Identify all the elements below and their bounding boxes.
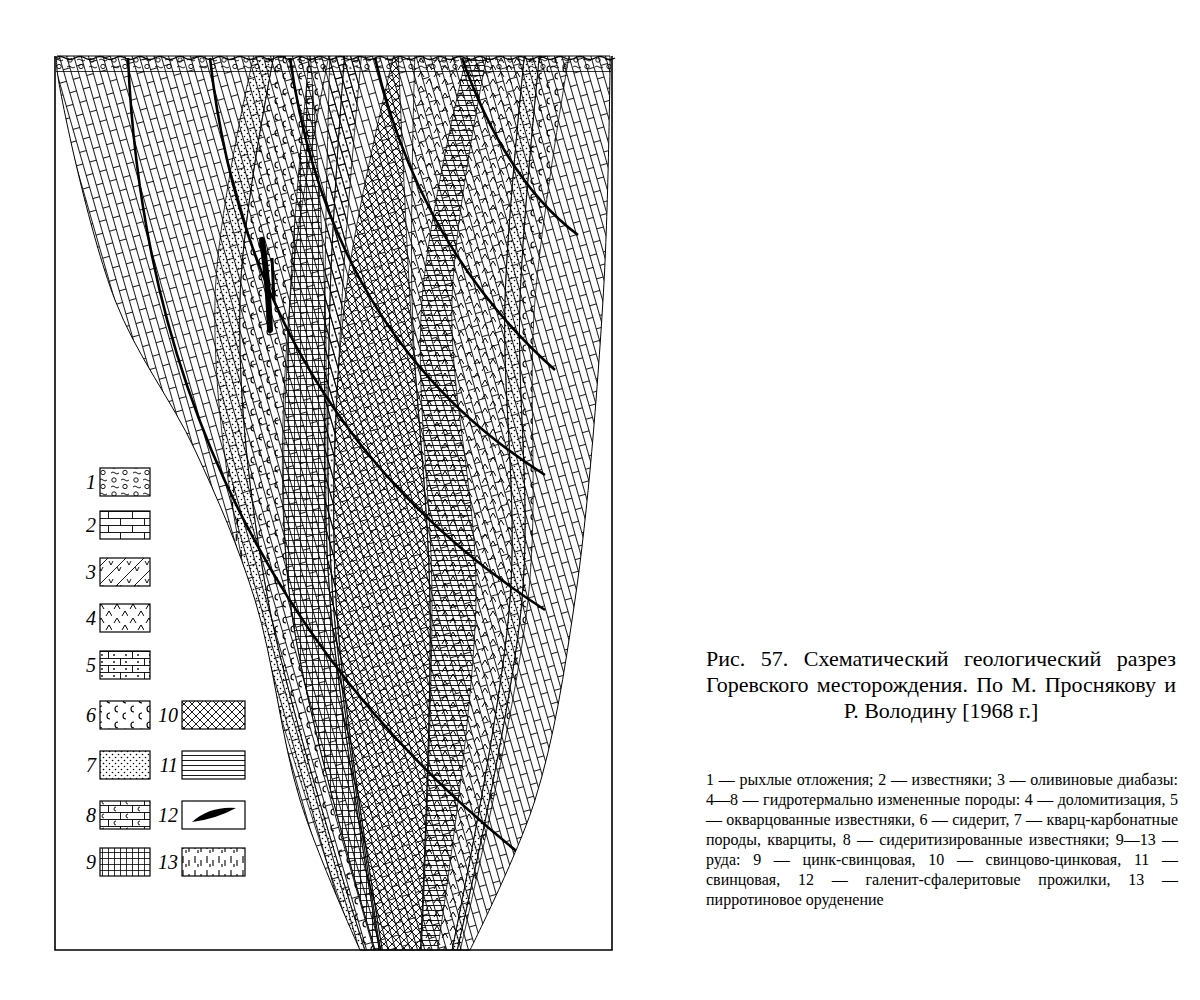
section-drawing — [55, 50, 615, 960]
pyrrhotite-mark — [237, 518, 238, 525]
legend-swatch — [182, 848, 245, 876]
pyrrhotite-mark — [236, 534, 237, 541]
legend-number: 11 — [150, 752, 178, 778]
pyrrhotite-mark — [262, 662, 263, 669]
legend-swatch — [100, 604, 150, 632]
legend-swatch — [100, 751, 150, 779]
legend-swatch — [100, 468, 150, 496]
fault-line — [290, 58, 545, 475]
legend-swatch — [182, 751, 245, 779]
surface-line — [55, 57, 615, 60]
pyrrhotite-mark — [260, 646, 261, 653]
legend-swatch — [100, 801, 150, 829]
legend-number: 5 — [68, 652, 96, 678]
veinlet — [272, 258, 274, 300]
legend-number: 4 — [68, 605, 96, 631]
fault-line — [128, 58, 525, 858]
siderite — [455, 50, 570, 960]
legend-number: 13 — [150, 849, 178, 875]
pyrrhotite-mark — [251, 614, 252, 621]
section-outline — [57, 56, 610, 950]
pyrrhotite-mark — [241, 550, 242, 557]
legend-swatch — [100, 558, 150, 586]
legend-number: 1 — [68, 469, 96, 495]
legend-swatch — [100, 848, 150, 876]
rock-bands — [128, 50, 578, 960]
loose-deposits — [56, 58, 611, 71]
pyrrhotite-mark — [228, 470, 229, 477]
pyrrhotite-mark — [253, 630, 254, 637]
fault-line — [210, 58, 545, 610]
legend-number: 10 — [150, 702, 178, 728]
pyrrhotite-mark — [272, 694, 273, 701]
legend-explanation: 1 — рыхлые отложения; 2 — известняки; 3 … — [706, 770, 1178, 910]
legend-swatch — [100, 651, 150, 679]
pyrrhotite-mark — [244, 582, 245, 589]
figure-caption: Рис. 57. Схематический геологический раз… — [706, 646, 1176, 724]
legend-swatch — [182, 701, 245, 729]
figure-frame — [55, 56, 612, 950]
legend-swatch — [100, 511, 150, 539]
legend-number: 8 — [68, 802, 96, 828]
deposit-base — [56, 71, 611, 72]
legend-number: 9 — [68, 849, 96, 875]
pyrrhotite-mark — [233, 486, 234, 493]
pyrrhotite-mark — [270, 678, 271, 685]
legend-number: 2 — [68, 512, 96, 538]
dolomitization — [411, 50, 525, 960]
legend-swatch — [182, 801, 245, 829]
legend-number: 7 — [68, 752, 96, 778]
fault-line — [375, 58, 555, 370]
legend-number: 3 — [68, 559, 96, 585]
legend-swatches — [100, 468, 245, 876]
legend-swatch — [100, 701, 150, 729]
legend-number: 12 — [150, 802, 178, 828]
legend-number: 6 — [68, 702, 96, 728]
pyrrhotite-mark — [239, 566, 240, 573]
pyrrhotite-mark — [232, 502, 233, 509]
pyrrhotite-mark — [243, 598, 244, 605]
fault-line — [462, 58, 578, 235]
